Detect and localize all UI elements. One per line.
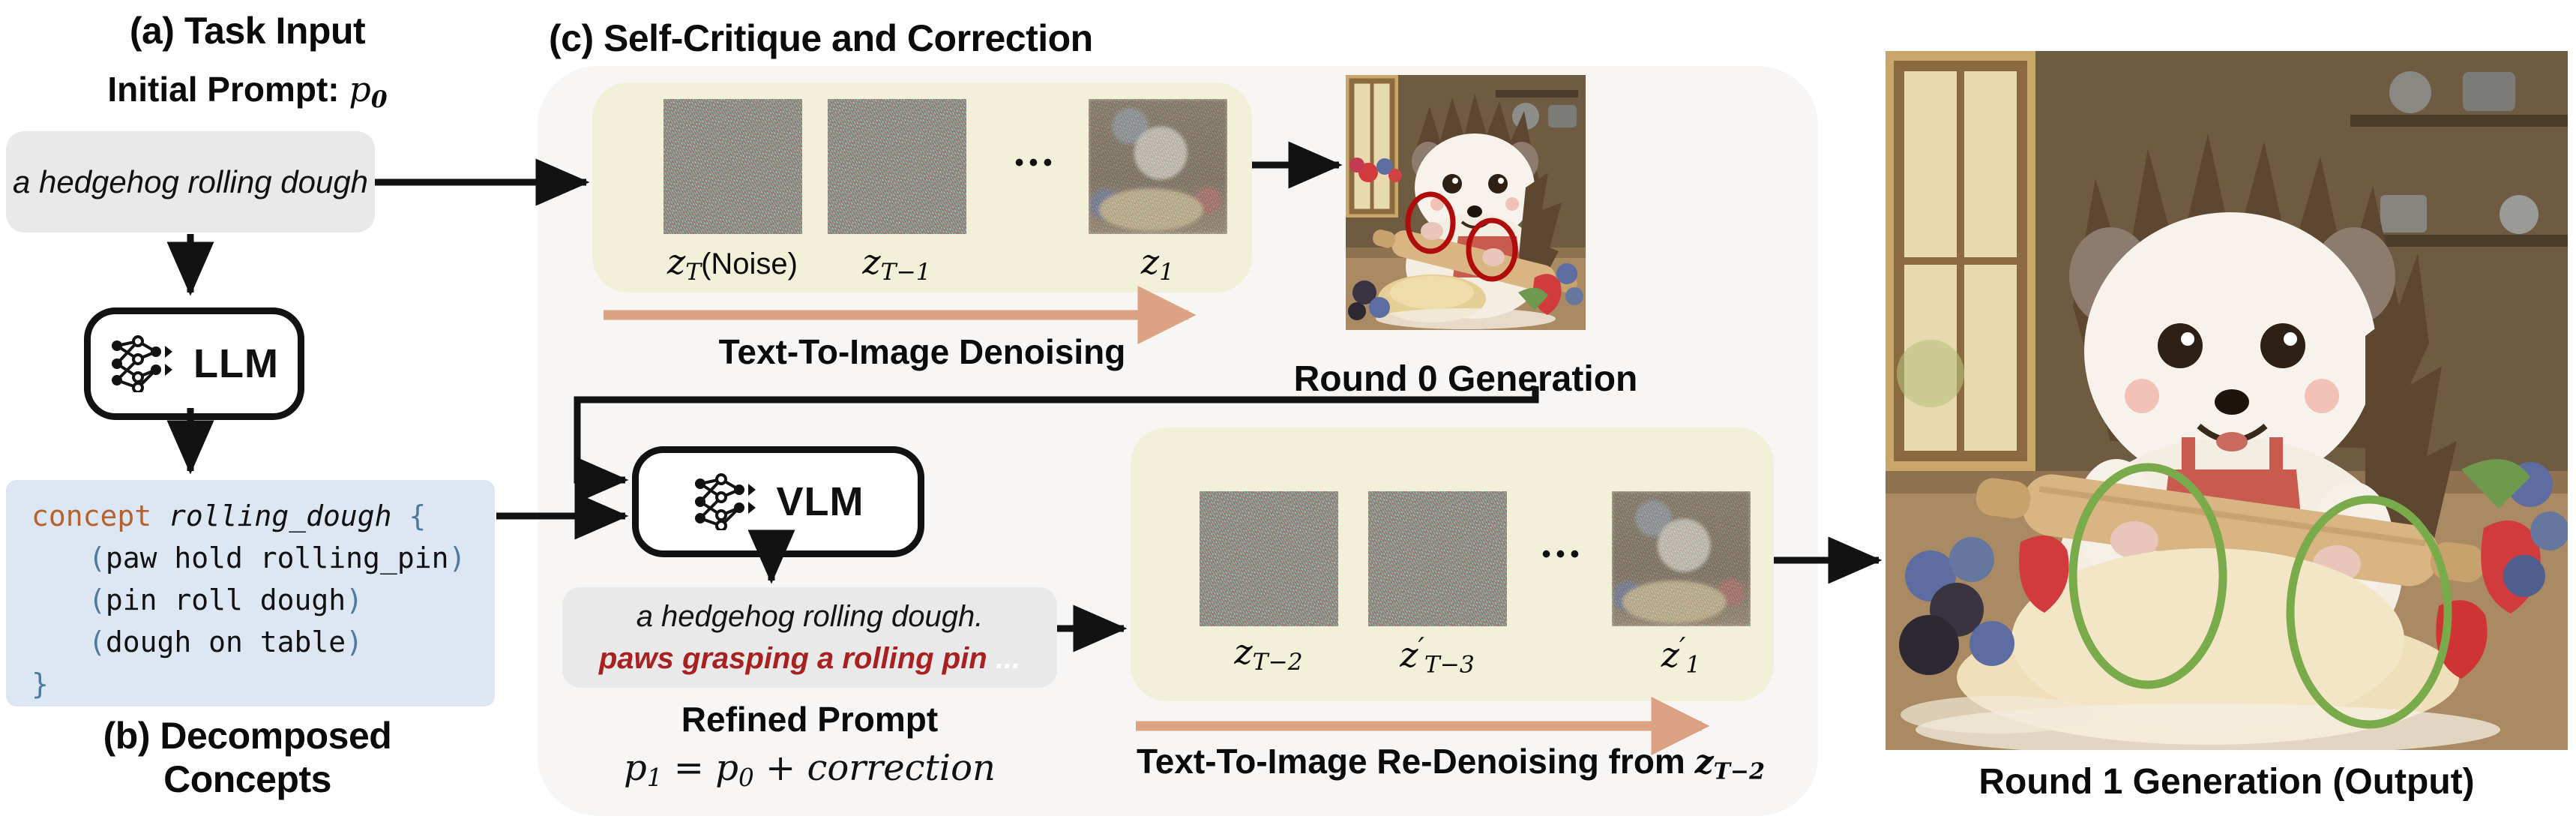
code-brace-close: }	[31, 668, 49, 700]
code-line-concept: concept rolling_dough {	[31, 495, 495, 537]
p0-subscript: 0	[738, 764, 754, 793]
code-line-3: (dough on table)	[31, 621, 495, 663]
noise-overlay	[1089, 99, 1227, 234]
p0-symbol: p	[349, 69, 371, 110]
re-denoising-text: Text-To-Image Re-Denoising from	[1137, 742, 1695, 781]
paren-open: (	[88, 584, 106, 616]
correction-text: paws grasping a rolling pin	[598, 642, 987, 675]
llm-box: LLM	[84, 308, 304, 420]
paren-open: (	[88, 542, 106, 574]
ellipsis-dots: •••	[1014, 148, 1058, 177]
refined-prompt-formula: p1 = p0 + correction	[585, 747, 1035, 792]
z-sub: T	[685, 258, 702, 286]
noise-overlay	[1612, 491, 1751, 626]
z-sub: T−3	[1424, 651, 1475, 679]
z-base: z	[1234, 632, 1253, 672]
latent-zT-2-label: zT−2	[1194, 632, 1343, 676]
error-annotation-ellipse-right	[1466, 218, 1518, 282]
latent-zpT-3-noise-image	[1368, 491, 1507, 626]
denoising-row-1: ••• zT(Noise) zT−1 z1	[592, 82, 1252, 292]
initial-prompt-prefix: Initial Prompt:	[107, 70, 349, 109]
latent-zT-1-noise-image	[828, 99, 966, 234]
fixed-annotation-ellipse-left	[2068, 463, 2227, 689]
code-line-2: (pin roll dough)	[31, 579, 495, 621]
latent-zT-noise-image	[663, 99, 802, 234]
code-relation-2: pin roll dough	[105, 584, 346, 616]
z-base: z	[1140, 242, 1160, 282]
code-relation-1: paw hold rolling_pin	[105, 542, 449, 574]
z-prime: ′	[1418, 632, 1424, 664]
concept-code-box: concept rolling_dough { (paw hold rollin…	[6, 480, 495, 706]
code-line-close: }	[31, 663, 495, 705]
latent-zp1-label: z′1	[1621, 632, 1741, 679]
code-line-1: (paw hold rolling_pin)	[31, 537, 495, 579]
round1-scene	[1886, 51, 2569, 756]
fixed-annotation-ellipse-right	[2286, 495, 2452, 729]
paren-close: )	[448, 542, 466, 574]
correction-ellipsis: ...	[995, 642, 1021, 675]
correction-term: correction	[807, 747, 996, 789]
z-sub: T−2	[1252, 648, 1303, 676]
code-concept-name: rolling_dough	[169, 500, 392, 532]
panel-b-title: (b) Decomposed Concepts	[103, 715, 392, 800]
equals-sign: =	[662, 747, 716, 789]
llm-label: LLM	[193, 341, 279, 386]
round0-image	[1346, 75, 1586, 334]
paren-close: )	[346, 584, 364, 616]
round0-caption: Round 0 Generation	[1293, 359, 1638, 399]
latent-zT-2-noise-image	[1200, 491, 1338, 626]
z-base: z	[1400, 634, 1418, 675]
round1-caption: Round 1 Generation (Output)	[1978, 762, 2475, 802]
denoising-row-2: ••• zT−2 z′T−3 z′1	[1131, 428, 1774, 701]
code-keyword: concept	[31, 500, 152, 532]
noise-annotation: (Noise)	[701, 248, 798, 280]
plus-sign: +	[753, 747, 807, 789]
neural-network-icon	[694, 473, 756, 530]
code-brace-open: {	[409, 500, 427, 532]
refined-prompt-line2: paws grasping a rolling pin ...	[599, 638, 1020, 680]
initial-prompt-label: Initial Prompt: p0	[45, 69, 450, 113]
z-base: z	[862, 242, 881, 282]
z-sub: T−2	[1713, 758, 1765, 785]
vlm-box: VLM	[632, 446, 924, 557]
p1-subscript: 1	[646, 764, 663, 793]
latent-zT-1-label: zT−1	[822, 242, 972, 286]
p0-symbol: p	[715, 747, 739, 789]
latent-z1-semi-denoised-image	[1089, 99, 1227, 234]
refined-prompt-line1: a hedgehog rolling dough.	[636, 600, 984, 633]
error-annotation-ellipse-left	[1405, 191, 1456, 254]
round0-scene	[1346, 75, 1586, 330]
initial-prompt-text: a hedgehog rolling dough	[12, 164, 369, 200]
initial-prompt-box: a hedgehog rolling dough	[6, 131, 375, 232]
panel-c-title: (c) Self-Critique and Correction	[549, 17, 1093, 59]
paren-open: (	[88, 626, 106, 658]
round1-image	[1886, 51, 2569, 756]
z-prime: ′	[1679, 632, 1686, 664]
neural-network-icon	[112, 335, 173, 392]
panel-a-title: (a) Task Input	[129, 10, 366, 52]
denoising-arrow-label: Text-To-Image Denoising	[718, 332, 1126, 371]
refined-prompt-box: a hedgehog rolling dough. paws grasping …	[562, 587, 1057, 688]
refined-prompt-title: Refined Prompt	[681, 700, 939, 739]
p0-subscript: 0	[370, 86, 388, 113]
latent-z1-label: z1	[1098, 242, 1218, 286]
code-relation-3: dough on table	[105, 626, 346, 658]
re-denoising-arrow-label: Text-To-Image Re-Denoising from zT−2	[1095, 741, 1807, 785]
z-sub: 1	[1685, 651, 1701, 679]
hedgehog-face	[2084, 212, 2377, 490]
latent-zp1-semi-denoised-image	[1612, 491, 1751, 626]
z-base: z	[666, 242, 686, 282]
z-base: z	[1661, 634, 1679, 675]
latent-zT-label: zT(Noise)	[620, 242, 845, 286]
ellipsis-dots: •••	[1541, 540, 1585, 568]
vlm-label: VLM	[776, 479, 864, 524]
paren-close: )	[346, 626, 364, 658]
latent-zpT-3-label: z′T−3	[1362, 632, 1512, 679]
z-sub: T−1	[880, 258, 931, 286]
z-sub: 1	[1159, 258, 1175, 286]
p1-symbol: p	[624, 747, 647, 789]
z-base: z	[1694, 743, 1714, 782]
hedgehog-face	[1415, 134, 1535, 242]
